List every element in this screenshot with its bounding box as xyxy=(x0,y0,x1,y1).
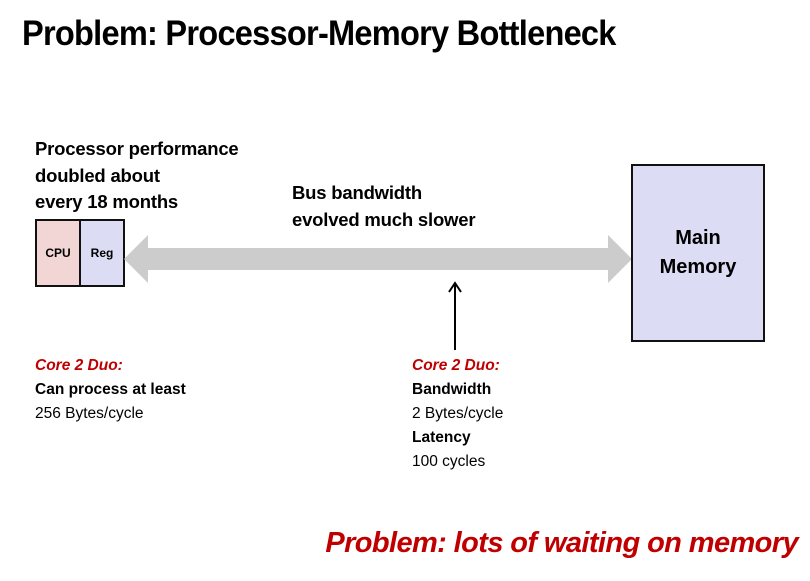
memory-label-line: Main xyxy=(675,227,721,249)
bus-double-arrow-icon xyxy=(124,235,632,283)
bandwidth-value: 2 Bytes/cycle xyxy=(412,405,504,422)
bandwidth-label: Bandwidth xyxy=(412,381,492,398)
bus-arrow-shape xyxy=(124,235,632,283)
register-cell: Reg xyxy=(81,221,123,285)
cpu-cell: CPU xyxy=(37,221,81,285)
processor-spec-heading: Core 2 Duo: xyxy=(35,357,123,374)
latency-label: Latency xyxy=(412,429,471,446)
bus-spec-heading: Core 2 Duo: xyxy=(412,357,500,374)
bus-spec: Core 2 Duo: Bandwidth 2 Bytes/cycle Late… xyxy=(412,354,503,474)
up-arrow-icon xyxy=(448,281,462,350)
bus-caption: Bus bandwidth evolved much slower xyxy=(292,180,476,233)
main-memory-block: Main Memory xyxy=(631,164,765,342)
processor-spec: Core 2 Duo: Can process at least 256 Byt… xyxy=(35,354,186,426)
problem-statement: Problem: lots of waiting on memory xyxy=(325,527,798,559)
processor-caption-line: Processor performance xyxy=(35,138,239,159)
cpu-label: CPU xyxy=(45,246,71,260)
bus-caption-line: Bus bandwidth xyxy=(292,182,422,203)
slide-title: Problem: Processor-Memory Bottleneck xyxy=(22,14,616,53)
latency-value: 100 cycles xyxy=(412,453,486,470)
main-memory-label: Main Memory xyxy=(660,224,737,282)
processor-spec-value: 256 Bytes/cycle xyxy=(35,405,144,422)
processor-caption-line: every 18 months xyxy=(35,191,179,212)
processor-caption-line: doubled about xyxy=(35,164,160,186)
bus-caption-line: evolved much slower xyxy=(292,208,476,230)
cpu-register-block: CPU Reg xyxy=(35,219,125,287)
up-arrow-head xyxy=(448,281,462,293)
memory-label-line: Memory xyxy=(659,256,737,278)
processor-caption: Processor performance doubled about ever… xyxy=(35,136,239,216)
processor-spec-label: Can process at least xyxy=(35,381,186,398)
register-label: Reg xyxy=(90,246,114,260)
